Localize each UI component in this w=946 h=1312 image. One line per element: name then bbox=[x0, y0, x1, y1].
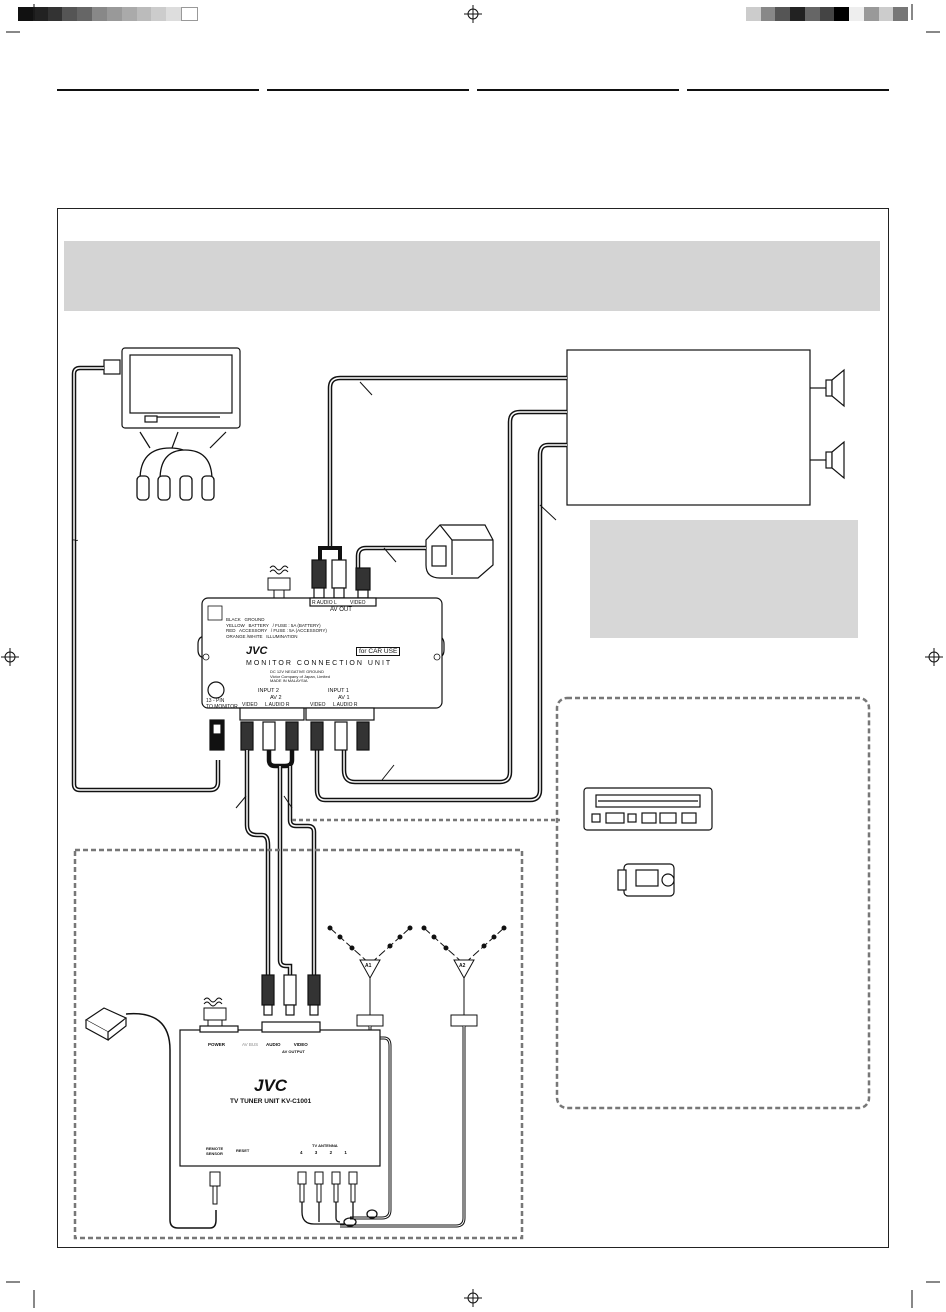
color-bar-right bbox=[746, 7, 909, 21]
amplifier-box bbox=[566, 349, 811, 506]
tv-tuner-unit bbox=[179, 1021, 381, 1167]
game-console-icon bbox=[425, 524, 494, 579]
wire-list: BLACK GROUND YELLOW BATTERY / FUSE : 5A … bbox=[226, 617, 327, 639]
camcorder-icon bbox=[617, 863, 675, 897]
monitor-connection-unit bbox=[197, 597, 445, 721]
tuner-brand: JVC bbox=[254, 1076, 288, 1095]
header-rule-1 bbox=[57, 89, 259, 91]
tuner-dashed-box bbox=[73, 848, 524, 1240]
tuner-reset-label: RESET bbox=[236, 1148, 250, 1153]
monitor-icon bbox=[103, 347, 241, 429]
pin-label: 13 - PIN TO MONITOR bbox=[206, 698, 238, 710]
tuner-output-labels: AUDIO VIDEO bbox=[266, 1042, 308, 1047]
header-rule-2 bbox=[267, 89, 469, 91]
sources-dashed-box bbox=[555, 696, 871, 1110]
note-box bbox=[590, 520, 858, 638]
tuner-title: TV TUNER UNIT KV-C1001 bbox=[230, 1098, 312, 1105]
car-use-label: for CAR USE bbox=[356, 647, 401, 656]
av-out-labels: R AUDIO L VIDEO bbox=[312, 600, 366, 606]
vcr-icon bbox=[583, 787, 713, 831]
monitor-unit-title: MONITOR CONNECTION UNIT bbox=[246, 660, 393, 667]
input1-label: INPUT 1 bbox=[328, 688, 349, 694]
header-rule-4 bbox=[687, 89, 889, 91]
speaker-icon bbox=[810, 368, 845, 480]
tuner-antenna-nums: 4 3 2 1 bbox=[300, 1150, 347, 1155]
input2-label: INPUT 2 bbox=[258, 688, 279, 694]
title-band bbox=[64, 241, 880, 311]
antenna-a2-label: A2 bbox=[459, 963, 466, 969]
color-bar-left bbox=[18, 7, 198, 21]
av1-jacks-label: VIDEO L AUDIO R bbox=[310, 702, 358, 708]
monitor-unit-brand: JVC bbox=[246, 645, 268, 657]
tuner-antenna-label: TV ANTENNA bbox=[312, 1143, 338, 1148]
headphones-icon bbox=[136, 447, 215, 501]
tuner-remote-label: REMOTE SENSOR bbox=[206, 1146, 224, 1156]
av1-label: AV 1 bbox=[338, 695, 350, 701]
tuner-power-label: POWER bbox=[208, 1042, 226, 1047]
av-out-label: AV OUT bbox=[330, 607, 352, 613]
antenna-a2 bbox=[421, 925, 507, 1027]
svg-text:~: ~ bbox=[72, 535, 78, 547]
monitor-unit-spec: DC 12V NEGATIVE GROUND Victor Company of… bbox=[270, 669, 330, 684]
gps-sensor-icon bbox=[84, 1007, 128, 1042]
av2-jacks-label: VIDEO L AUDIO R bbox=[242, 702, 290, 708]
tuner-av-output-label: AV OUTPUT bbox=[282, 1049, 305, 1054]
tuner-avbus-label: AV BUS bbox=[242, 1042, 259, 1047]
header-rule-3 bbox=[477, 89, 679, 91]
av2-label: AV 2 bbox=[270, 695, 282, 701]
antenna-a1-label: A1 bbox=[365, 963, 372, 969]
diagram-panel bbox=[57, 208, 889, 1248]
antenna-a1 bbox=[327, 925, 413, 1027]
